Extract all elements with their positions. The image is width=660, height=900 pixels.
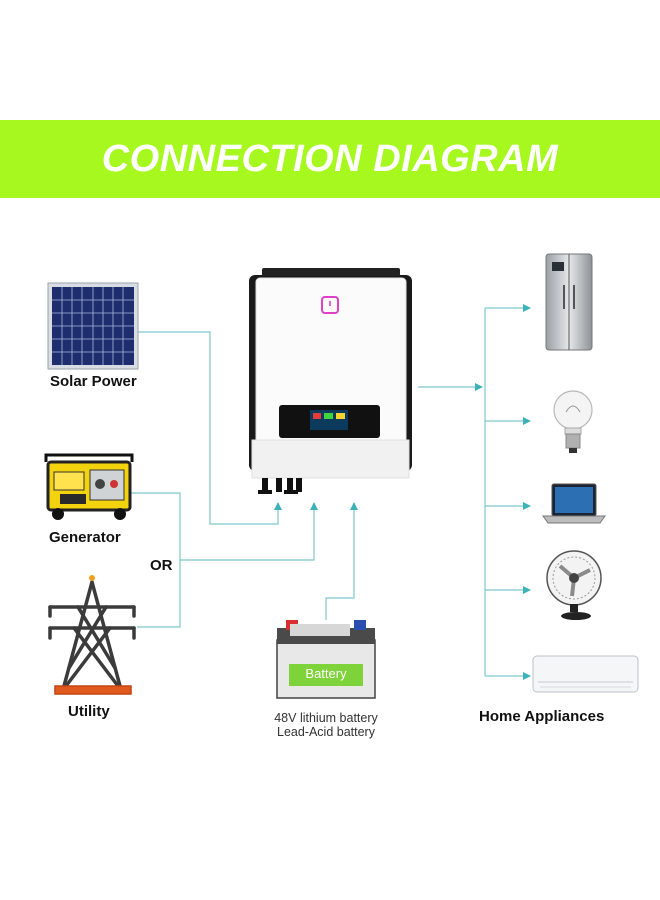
solar-panel-icon (47, 282, 139, 370)
title-banner: CONNECTION DIAGRAM (0, 120, 660, 198)
refrigerator-icon (545, 253, 593, 351)
connector-lines (130, 304, 531, 680)
solar-to-inverter-line (138, 331, 282, 525)
battery-caption-line1: 48V lithium battery (274, 711, 378, 725)
laptop-icon (542, 483, 606, 524)
generator-icon (44, 453, 134, 520)
utility-label: Utility (68, 703, 110, 720)
utility-pylon-icon (48, 575, 136, 695)
air-conditioner-icon (532, 655, 639, 693)
desk-fan-icon (546, 550, 602, 620)
battery-case-label: Battery (305, 666, 347, 681)
home-appliances-label: Home Appliances (479, 708, 605, 725)
battery-caption-line2: Lead-Acid battery (277, 725, 375, 739)
diagram-title: CONNECTION DIAGRAM (101, 137, 559, 180)
battery-icon (276, 620, 376, 699)
generator-label: Generator (49, 529, 121, 546)
solar-power-label: Solar Power (50, 373, 137, 390)
generator-utility-to-inverter-line (180, 502, 318, 561)
light-bulb-icon (553, 390, 593, 453)
inverter-icon (249, 268, 412, 494)
battery-to-inverter-line (325, 502, 358, 620)
or-label: OR (150, 557, 173, 574)
